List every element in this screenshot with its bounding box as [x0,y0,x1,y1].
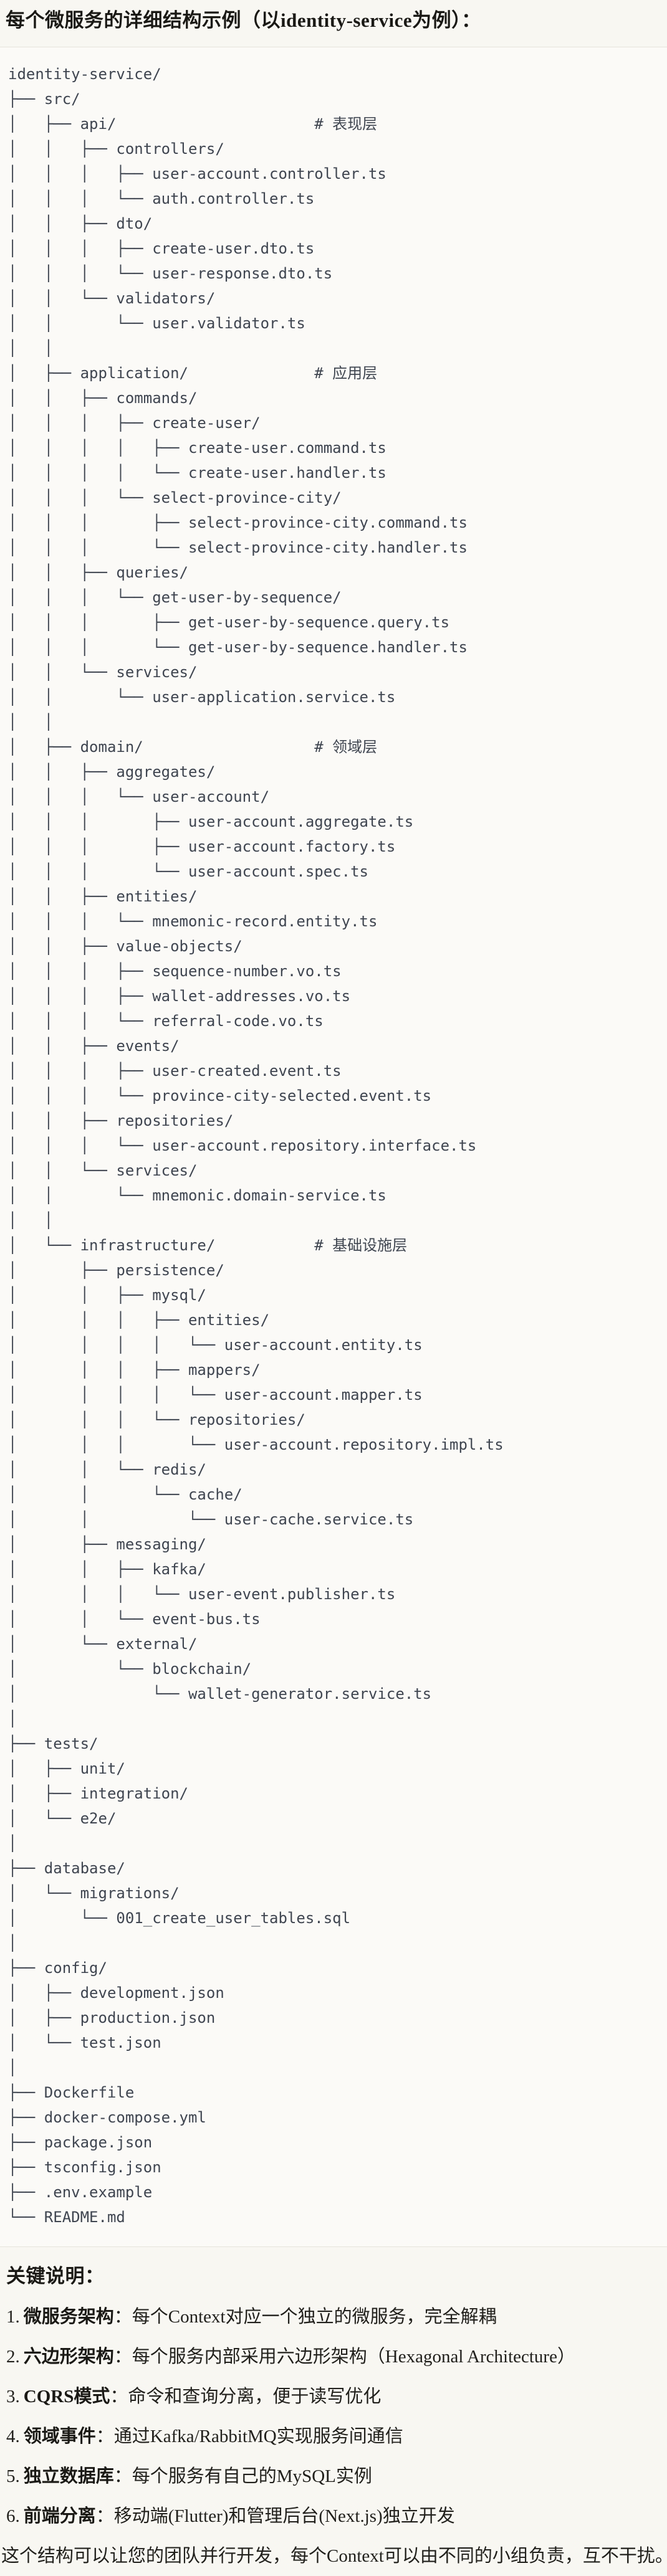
note-term: CQRS模式 [23,2387,110,2407]
note-separator: ： [113,2466,132,2486]
note-item-1: 1.微服务架构：每个Context对应一个独立的微服务，完全解耦 [6,2297,661,2337]
notes-heading: 关键说明： [6,2265,105,2287]
note-number: 2. [6,2347,20,2367]
note-number: 5. [6,2466,20,2486]
note-item-5: 5.独立数据库：每个服务有自己的MySQL实例 [6,2456,661,2496]
note-text: 通过Kafka/RabbitMQ实现服务间通信 [113,2426,403,2446]
notes-footer: 这个结构可以让您的团队并行开发，每个Context可以由不同的小组负责，互不干扰… [1,2546,667,2566]
note-separator: ： [113,2307,132,2327]
note-term: 前端分离 [23,2506,96,2526]
note-item-6: 6.前端分离：移动端(Flutter)和管理后台(Next.js)独立开发 [6,2496,661,2536]
note-term: 独立数据库 [23,2466,114,2486]
note-number: 4. [6,2426,20,2446]
page-title: 每个微服务的详细结构示例（以identity-service为例）： [6,9,481,31]
note-separator: ： [95,2506,114,2526]
note-number: 1. [6,2307,20,2327]
note-text: 每个服务内部采用六边形架构（Hexagonal Architecture） [132,2347,575,2367]
file-tree: identity-service/ ├── src/ │ ├── api/ # … [8,65,504,2226]
note-text: 每个Context对应一个独立的微服务，完全解耦 [132,2307,497,2327]
note-separator: ： [110,2387,128,2407]
note-term: 领域事件 [23,2426,96,2446]
note-term: 六边形架构 [23,2347,114,2367]
note-item-3: 3.CQRS模式：命令和查询分离，便于读写优化 [6,2377,661,2417]
file-tree-code-block: identity-service/ ├── src/ │ ├── api/ # … [0,47,667,2247]
note-item-4: 4.领域事件：通过Kafka/RabbitMQ实现服务间通信 [6,2417,661,2456]
note-text: 移动端(Flutter)和管理后台(Next.js)独立开发 [113,2506,455,2526]
note-separator: ： [113,2347,132,2367]
note-text: 命令和查询分离，便于读写优化 [128,2387,381,2407]
note-separator: ： [95,2426,114,2446]
note-text: 每个服务有自己的MySQL实例 [132,2466,372,2486]
note-number: 6. [6,2506,20,2526]
note-item-2: 2.六边形架构：每个服务内部采用六边形架构（Hexagonal Architec… [6,2337,661,2377]
note-term: 微服务架构 [23,2307,114,2327]
note-number: 3. [6,2387,20,2407]
